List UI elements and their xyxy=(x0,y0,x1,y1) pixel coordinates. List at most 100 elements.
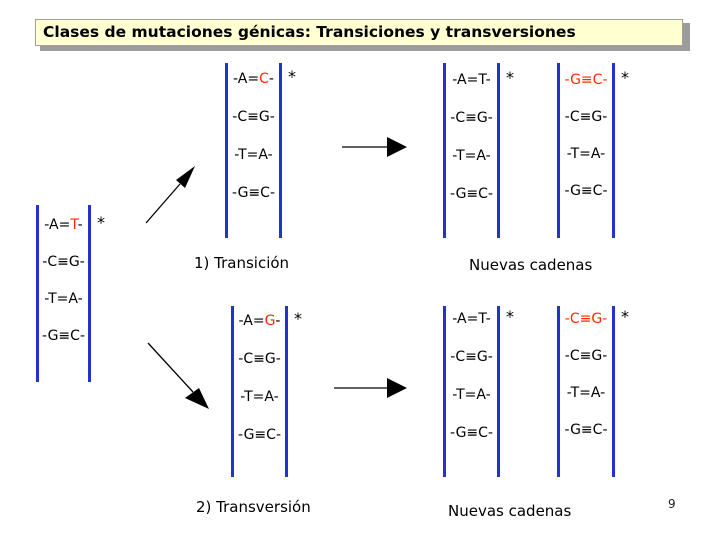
mutation-marker: * xyxy=(621,307,629,326)
base-pair: -A=T- xyxy=(452,310,490,328)
base-pair: -G≡C- xyxy=(450,424,493,442)
bond-left: - xyxy=(238,313,244,329)
bond: = xyxy=(464,148,477,164)
bond-left: - xyxy=(564,72,571,88)
base-right: G xyxy=(476,349,488,365)
base-pair: -G≡C- xyxy=(564,71,607,89)
base-right: C xyxy=(260,185,270,201)
base-right: G xyxy=(591,109,603,125)
bond-right: - xyxy=(273,389,279,405)
bond-left: - xyxy=(452,311,458,327)
dna-strand-left xyxy=(443,306,446,477)
base-left: G xyxy=(47,328,59,344)
bond: ≡ xyxy=(57,254,69,270)
bond: = xyxy=(579,385,591,401)
base-right: A xyxy=(264,389,274,405)
dna-strand-right xyxy=(497,63,500,238)
base-right: A xyxy=(590,146,601,162)
base-right: G xyxy=(68,254,80,270)
base-left: T xyxy=(456,387,465,403)
dna-strand-right xyxy=(612,63,615,238)
mutation-marker: * xyxy=(288,67,296,86)
base-right: A xyxy=(476,387,486,403)
page-title: Clases de mutaciones génicas: Transicion… xyxy=(43,23,576,41)
base-left: A xyxy=(237,71,248,87)
bond-left: - xyxy=(450,110,456,126)
bond-left: - xyxy=(564,109,570,125)
bond-left: - xyxy=(452,148,457,164)
bond-right: - xyxy=(600,146,606,162)
mutation-marker: * xyxy=(506,68,514,87)
base-right: G xyxy=(476,110,488,126)
bond: ≡ xyxy=(58,328,71,344)
base-right: A xyxy=(68,291,78,307)
bond-right: - xyxy=(602,422,608,438)
base-pair: -C≡G- xyxy=(450,109,493,127)
dna-strand-right xyxy=(612,306,615,477)
base-pair: -G≡C- xyxy=(450,185,493,203)
bond: ≡ xyxy=(579,109,592,125)
bond-right: - xyxy=(77,217,83,233)
base-pair: -T=A- xyxy=(567,384,605,402)
base-right: G xyxy=(264,313,276,329)
page-number: 9 xyxy=(668,497,676,511)
bond: = xyxy=(466,311,479,327)
base-pair: -T=A- xyxy=(44,290,82,308)
bond: ≡ xyxy=(579,311,592,327)
bond-right: - xyxy=(267,147,273,163)
base-pair: -C≡G- xyxy=(450,348,493,366)
bond-left: - xyxy=(452,387,457,403)
base-right: C xyxy=(592,422,603,438)
bond-right: - xyxy=(487,110,493,126)
base-left: A xyxy=(243,313,253,329)
base-left: G xyxy=(237,185,249,201)
base-right: T xyxy=(70,217,78,233)
bond-right: - xyxy=(600,385,606,401)
base-left: C xyxy=(243,351,254,367)
base-pair: -G≡C- xyxy=(238,426,281,444)
bond: ≡ xyxy=(580,183,593,199)
mutation-marker: * xyxy=(621,68,629,87)
bond-right: - xyxy=(485,311,491,327)
new-strands-label-bottom: Nuevas cadenas xyxy=(448,502,572,520)
base-pair: -T=A- xyxy=(234,146,272,164)
base-pair: -C≡G- xyxy=(565,347,608,365)
base-left: C xyxy=(455,110,466,126)
bond: ≡ xyxy=(579,348,592,364)
bond: ≡ xyxy=(580,422,593,438)
bond-right: - xyxy=(485,72,491,88)
bond-left: - xyxy=(231,185,238,201)
dna-strand-left xyxy=(231,306,234,477)
bond: = xyxy=(246,147,259,163)
bond: ≡ xyxy=(247,109,259,125)
base-right: G xyxy=(258,109,270,125)
base-right: G xyxy=(591,348,603,364)
base-left: G xyxy=(570,183,581,199)
base-right: A xyxy=(258,147,268,163)
bond-right: - xyxy=(77,291,83,307)
bond-left: - xyxy=(564,311,570,327)
bond: ≡ xyxy=(465,110,477,126)
bond-right: - xyxy=(275,313,281,329)
base-right: A xyxy=(476,148,486,164)
dna-strand-right xyxy=(279,63,282,238)
base-left: C xyxy=(569,348,580,364)
dna-strand-left xyxy=(443,63,446,238)
bond: = xyxy=(58,217,71,233)
base-pair: -G≡C- xyxy=(232,184,275,202)
arrow-transversion-replication xyxy=(334,378,407,398)
base-left: T xyxy=(244,389,253,405)
base-left: G xyxy=(455,425,467,441)
base-left: T xyxy=(456,148,465,164)
title-box: Clases de mutaciones génicas: Transicion… xyxy=(35,19,683,46)
bond-left: - xyxy=(564,422,571,438)
bond-right: - xyxy=(79,328,86,344)
dna-strand-right xyxy=(285,306,288,477)
base-pair: -C≡G- xyxy=(565,310,608,328)
bond-left: - xyxy=(564,183,571,199)
base-pair: -C≡G- xyxy=(42,253,85,271)
bond-left: - xyxy=(238,351,244,367)
base-right: T xyxy=(478,311,486,327)
base-right: C xyxy=(266,427,276,443)
